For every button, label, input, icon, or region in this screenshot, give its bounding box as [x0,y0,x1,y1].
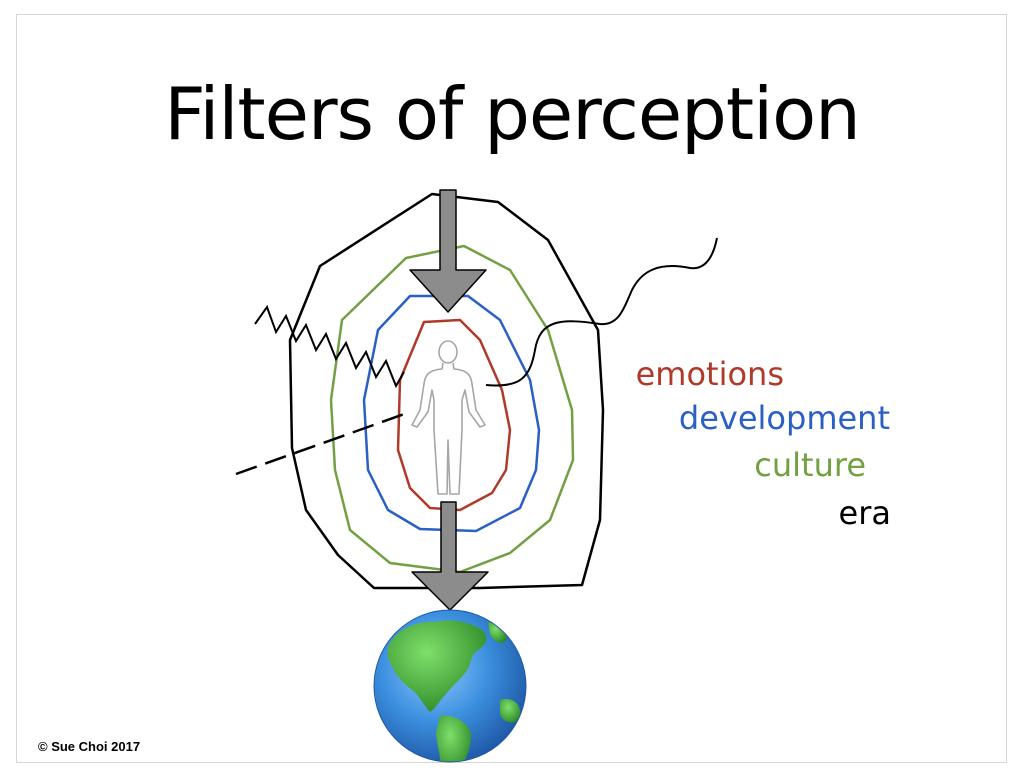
wavy-curve [485,237,718,387]
era-ring [288,192,605,590]
legend-label-era: era [838,494,891,532]
earth-icon [373,609,527,763]
copyright-notice: © Sue Choi 2017 [38,739,141,754]
person-icon [411,340,486,495]
zigzag-wave [254,304,405,389]
legend-label-development: development [678,399,890,437]
slide-title: Filters of perception [164,72,861,156]
emotions-ring [396,318,512,512]
slide-frame [16,14,1007,763]
development-ring [362,294,541,533]
culture-ring [329,244,575,574]
legend-label-emotions: emotions [635,355,784,393]
dashed-ray [235,410,411,476]
down-arrow-icon [411,501,489,611]
legend-label-culture: culture [754,446,866,484]
down-arrow-icon [409,189,487,313]
